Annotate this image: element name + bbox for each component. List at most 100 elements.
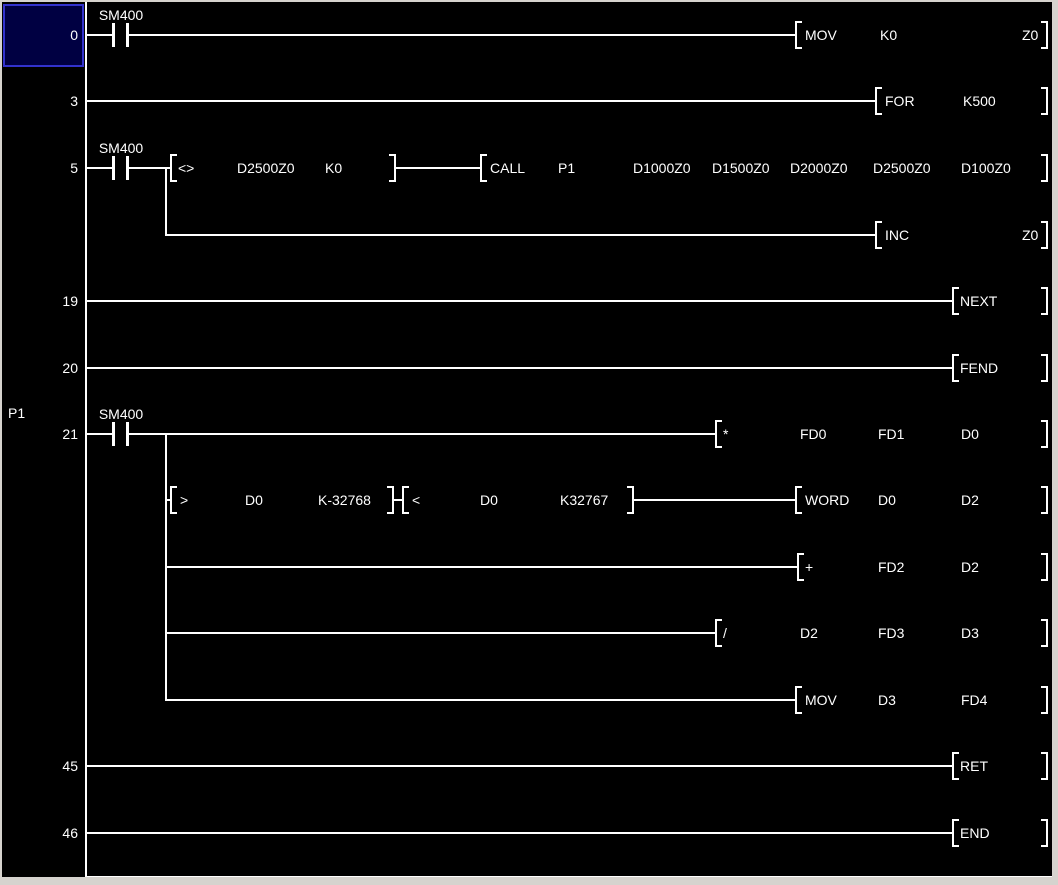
open-bracket [170,486,177,514]
instruction-text: D2 [961,559,979,575]
wire-horizontal [85,765,954,767]
no-contact[interactable] [112,422,129,446]
step-number: 46 [62,825,78,841]
pointer-label: P1 [8,405,26,421]
window-frame-bottom [0,877,1058,885]
instruction-text: D2500Z0 [237,160,295,176]
close-bracket [1041,486,1048,514]
open-bracket [795,21,802,49]
instruction-text: > [180,492,189,508]
wire-horizontal [85,433,717,435]
instruction-text: D3 [878,692,896,708]
no-contact[interactable] [112,156,129,180]
instruction-text: END [960,825,990,841]
wire-horizontal [165,699,797,701]
instruction-text: D2 [800,625,818,641]
open-bracket [715,619,722,647]
wire-horizontal [85,367,954,369]
close-bracket [1041,221,1048,249]
step-number: 3 [70,93,78,109]
contact-device-label: SM400 [98,140,144,156]
wire-horizontal [85,34,797,36]
selection-cursor[interactable] [3,4,84,67]
instruction-text: FEND [960,360,999,376]
instruction-text: NEXT [960,293,998,309]
instruction-text: + [805,559,814,575]
instruction-text: D2500Z0 [873,160,931,176]
close-bracket [389,154,396,182]
step-number: 20 [62,360,78,376]
instruction-text: K0 [325,160,343,176]
instruction-text: D2000Z0 [790,160,848,176]
instruction-text: RET [960,758,988,774]
contact-device-label: SM400 [98,406,144,422]
step-number: 0 [70,27,78,43]
instruction-text: D2 [961,492,979,508]
instruction-text: D0 [480,492,498,508]
close-bracket [1041,619,1048,647]
wire-horizontal [165,566,799,568]
wire-branch [165,434,167,700]
open-bracket [795,686,802,714]
open-bracket [797,553,804,581]
ret-instruction[interactable]: RET [952,752,1048,780]
wire-branch [165,168,167,235]
instruction-text: CALL [490,160,526,176]
instruction-text: MOV [805,27,837,43]
close-bracket [1041,686,1048,714]
instruction-text: K32767 [560,492,609,508]
close-bracket [1041,287,1048,315]
wire-horizontal [85,100,877,102]
instruction-text: MOV [805,692,837,708]
wire-horizontal [165,632,717,634]
wire-horizontal [85,300,954,302]
close-bracket [1041,553,1048,581]
close-bracket [1041,420,1048,448]
close-bracket [1041,21,1048,49]
compare-neq-block[interactable]: <> D2500Z0 K0 [170,154,396,182]
instruction-text: D0 [245,492,263,508]
instruction-text: <> [178,160,195,176]
compare-lt-block[interactable]: < D0 K32767 [402,486,634,514]
instruction-text: D100Z0 [961,160,1011,176]
step-number: 21 [62,426,78,442]
fend-instruction[interactable]: FEND [952,354,1048,382]
instruction-text: < [412,492,421,508]
instruction-text: FOR [885,93,915,109]
instruction-text: D3 [961,625,979,641]
close-bracket [1041,154,1048,182]
open-bracket [480,154,487,182]
instruction-text: Z0 [1022,227,1039,243]
instruction-text: * [723,426,729,442]
end-instruction[interactable]: END [952,819,1048,847]
left-power-rail [85,2,87,877]
step-number: 5 [70,160,78,176]
window-frame-top [0,0,1058,2]
instruction-text: FD3 [878,625,905,641]
no-contact[interactable] [112,23,129,47]
open-bracket [952,354,959,382]
step-number: 45 [62,758,78,774]
open-bracket [952,752,959,780]
window-frame-left [0,0,2,885]
next-instruction[interactable]: NEXT [952,287,1048,315]
open-bracket [875,87,882,115]
instruction-text: K0 [880,27,898,43]
instruction-text: D1500Z0 [712,160,770,176]
instruction-text: K-32768 [318,492,371,508]
close-bracket [1041,752,1048,780]
compare-gt-block[interactable]: > D0 K-32768 [170,486,394,514]
close-bracket [1041,819,1048,847]
open-bracket [795,486,802,514]
